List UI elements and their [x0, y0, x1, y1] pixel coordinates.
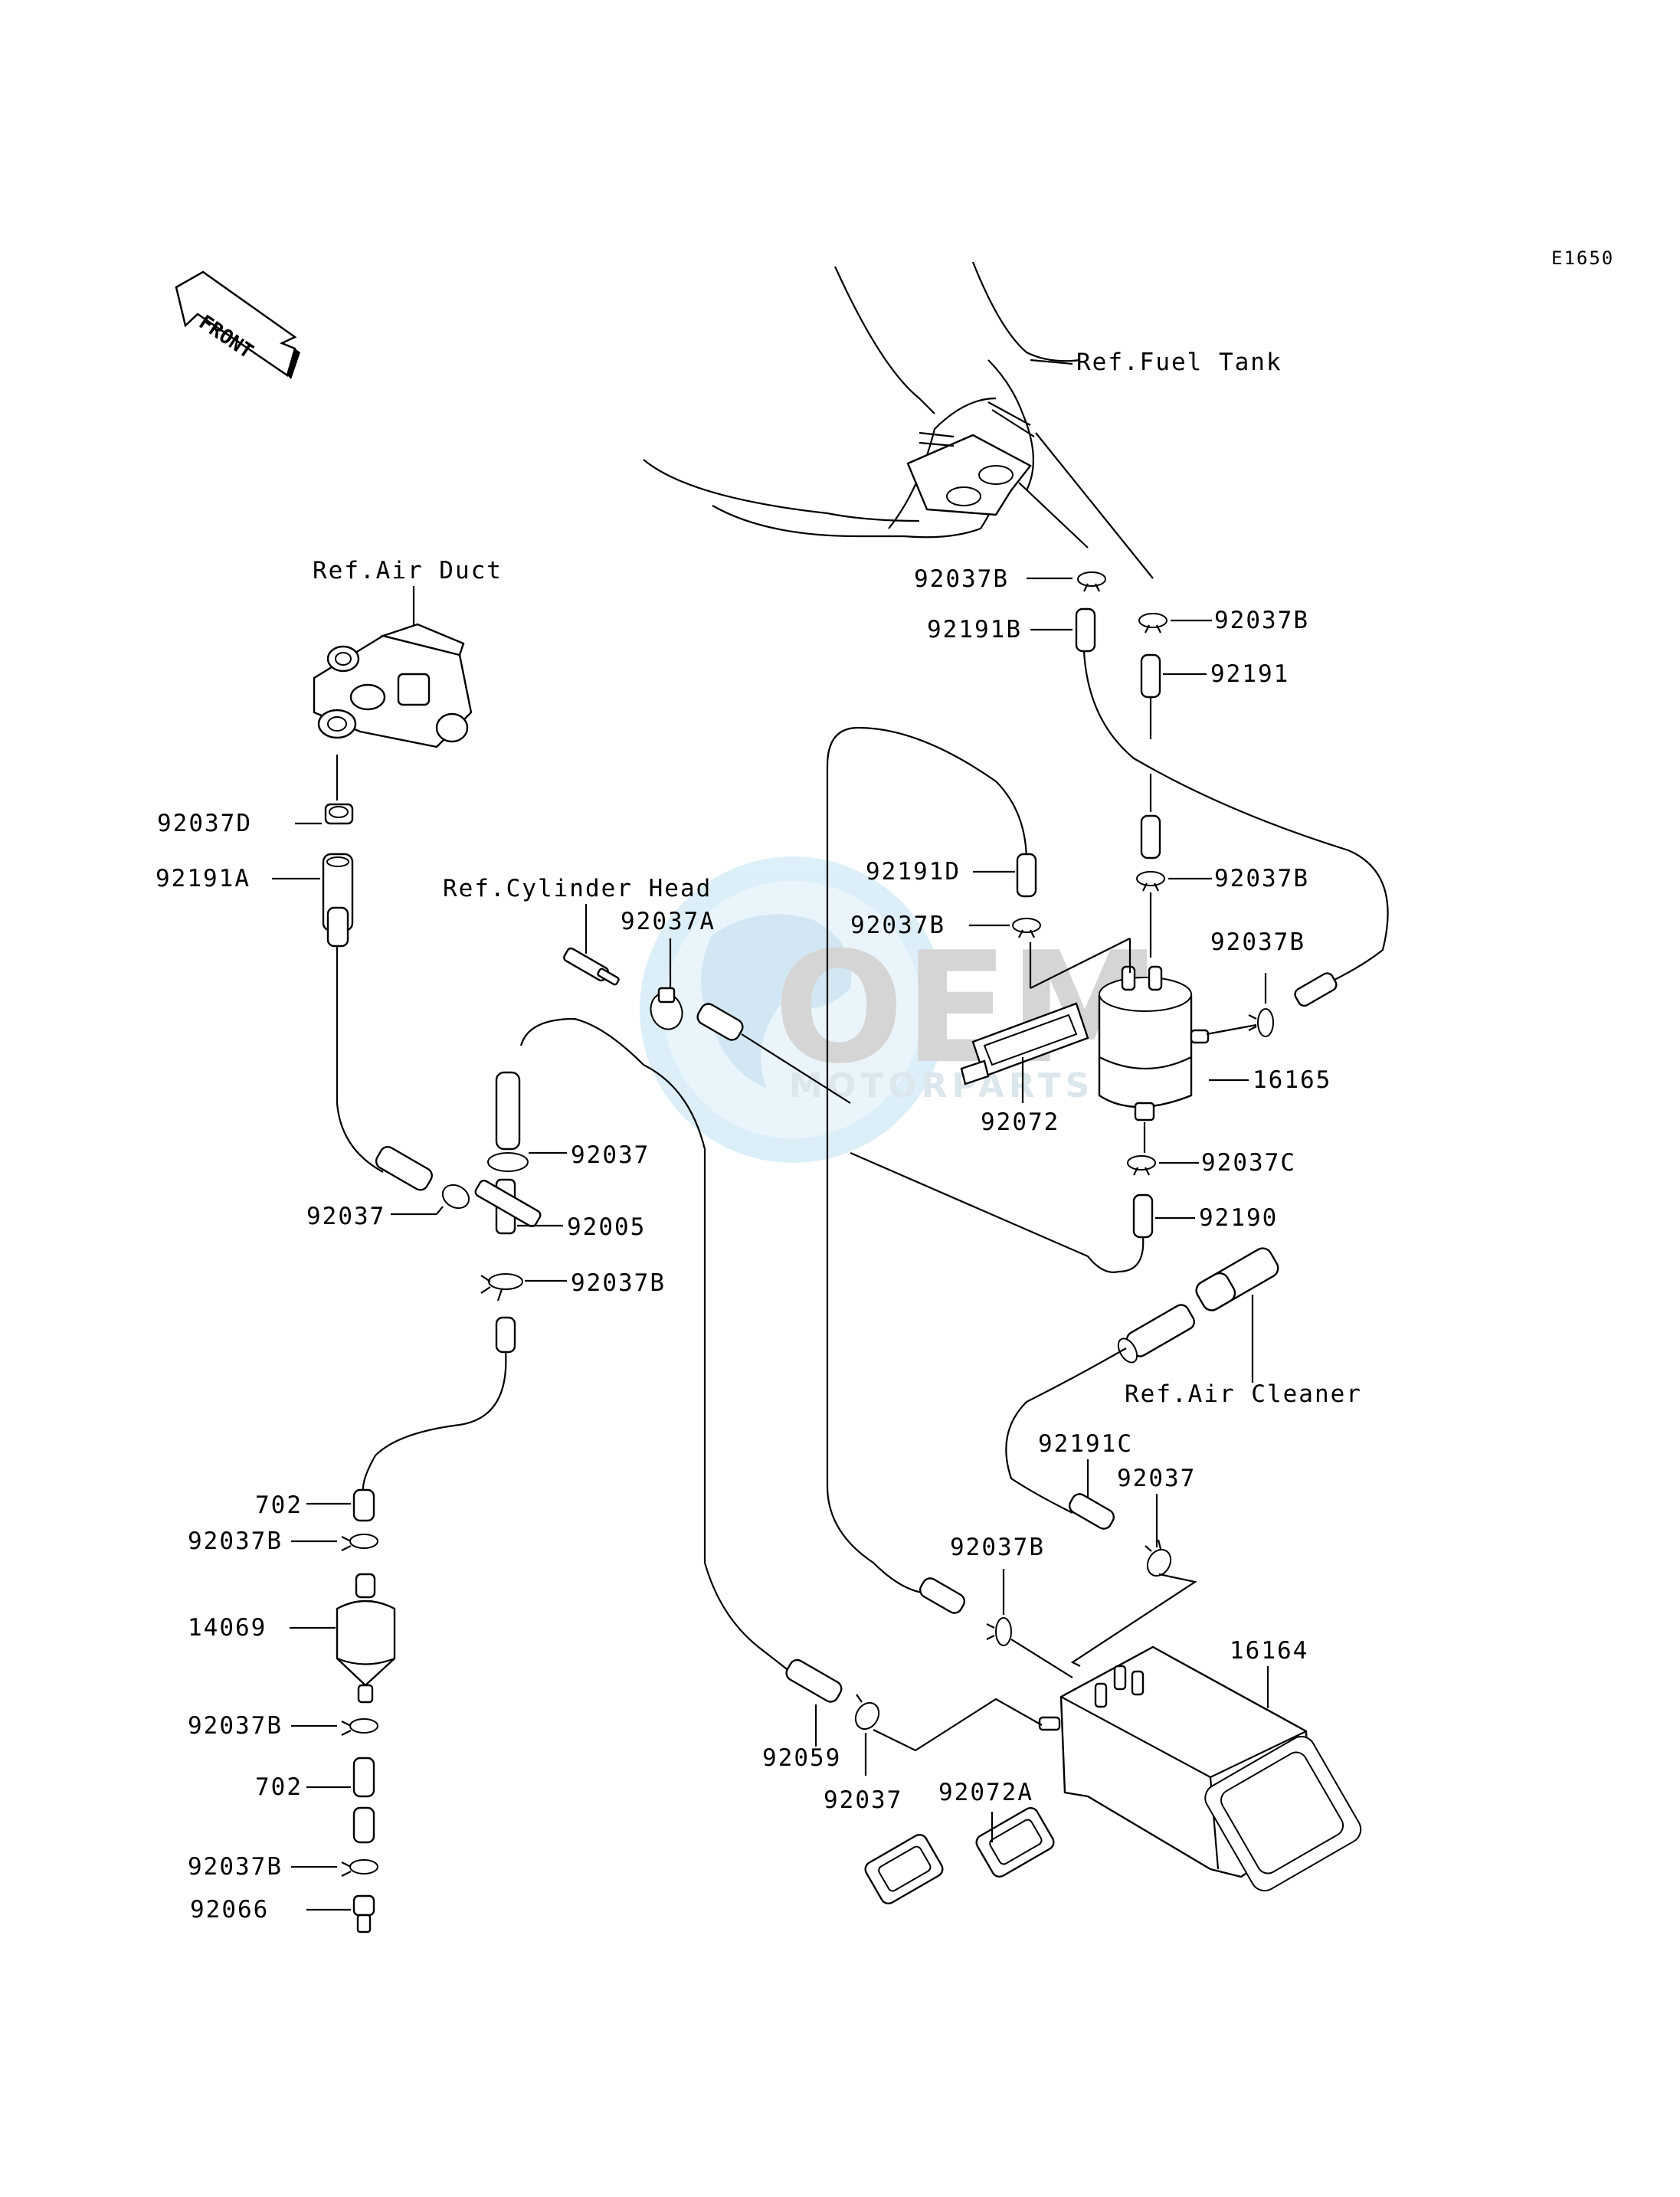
- label-92072A: 92072A: [938, 1779, 1033, 1806]
- label-92191A: 92191A: [156, 865, 251, 892]
- clamp-92037-upper: [487, 1152, 529, 1172]
- hose: [850, 1151, 1145, 1273]
- clamp-92037B-9: [341, 1718, 378, 1736]
- hose-702-1: [352, 1488, 375, 1522]
- label-92005: 92005: [567, 1213, 646, 1241]
- label-92037B-8: 92037B: [188, 1527, 283, 1555]
- ref-fuel-tank: Ref.Fuel Tank: [1076, 349, 1282, 376]
- watermark: OEM MOTORPARTS: [640, 856, 1161, 1163]
- fuel-tank: [643, 261, 1081, 539]
- tee-joint-92005: [474, 1178, 542, 1235]
- clamp-92037D: [324, 803, 354, 825]
- label-92037D: 92037D: [157, 810, 252, 837]
- label-92191B: 92191B: [927, 616, 1022, 643]
- label-92072: 92072: [981, 1108, 1059, 1136]
- air-duct-valve: [313, 623, 473, 748]
- label-92191D: 92191D: [866, 858, 961, 886]
- ref-cylinder-head: Ref.Cylinder Head: [443, 875, 712, 902]
- hose: [362, 1351, 507, 1495]
- hose-92191C: [1068, 1493, 1115, 1530]
- label-92037C: 92037C: [1201, 1149, 1296, 1177]
- label-16164: 16164: [1230, 1637, 1308, 1665]
- cylinder-head-nipple: [563, 947, 620, 986]
- hose: [1018, 482, 1089, 548]
- bracket-92072A: [864, 1806, 1055, 1905]
- hose-upper-tee: [495, 1071, 521, 1151]
- label-14069: 14069: [188, 1614, 267, 1642]
- fuel-filter-14069: [336, 1573, 396, 1704]
- label-92037B-6b: 92037B: [571, 1269, 666, 1297]
- clamp-92037B-4: [1248, 1008, 1274, 1037]
- hose: [336, 946, 384, 1173]
- label-92037B-10: 92037B: [188, 1853, 283, 1881]
- hose: [1005, 1347, 1127, 1514]
- label-92037B-3: 92037B: [1214, 865, 1309, 892]
- hose-92191-lower: [1140, 814, 1161, 859]
- front-arrow-icon: FRONT: [175, 270, 300, 379]
- air-cleaner-fitting: [1117, 1247, 1279, 1364]
- clamp-92037-4: [854, 1694, 880, 1730]
- hose: [1082, 650, 1389, 981]
- hose-92191: [1140, 653, 1161, 699]
- ref-air-duct: Ref.Air Duct: [313, 557, 503, 584]
- clamp-92037C: [1127, 1155, 1156, 1176]
- clamp-92037B-8: [341, 1534, 378, 1551]
- leader: [1070, 1573, 1197, 1667]
- cap-92066: [352, 1894, 375, 1933]
- fuel-filter-16165: [1098, 965, 1210, 1121]
- label-92037B-9: 92037B: [188, 1712, 283, 1740]
- label-92190: 92190: [1199, 1204, 1278, 1232]
- label-92037-2: 92037: [306, 1203, 385, 1230]
- label-92037B-5: 92037B: [850, 912, 945, 939]
- diagram-code: E1650: [1551, 247, 1614, 269]
- canister-16164: [1038, 1645, 1362, 1892]
- label-702-2: 702: [255, 1773, 303, 1801]
- hose-92190: [1132, 1193, 1154, 1239]
- clamp-92037-1: [436, 1184, 470, 1215]
- label-92191: 92191: [1210, 660, 1289, 688]
- clamp-92037B-2: [1138, 613, 1167, 634]
- leader: [1030, 359, 1073, 365]
- label-92037-4: 92037: [824, 1786, 902, 1814]
- label-92191C: 92191C: [1038, 1430, 1133, 1458]
- label-92037B-4: 92037B: [1210, 928, 1305, 956]
- label-92059: 92059: [762, 1744, 841, 1772]
- label-92066: 92066: [190, 1896, 269, 1924]
- clamp-92037-3: [1145, 1539, 1172, 1577]
- hose: [1035, 432, 1154, 579]
- watermark-sub: MOTORPARTS: [789, 1066, 1094, 1105]
- label-92037B-6: 92037B: [950, 1534, 1045, 1561]
- clamp-92037B-3: [1136, 871, 1165, 892]
- hose-92191D: [1016, 853, 1037, 898]
- hose-92191A: [322, 853, 354, 948]
- label-16165: 16165: [1253, 1066, 1331, 1094]
- clamp-92037B-6: [986, 1617, 1012, 1646]
- hose-left: [375, 1145, 433, 1191]
- ref-air-cleaner: Ref.Air Cleaner: [1125, 1380, 1362, 1408]
- label-92037-3: 92037: [1117, 1465, 1196, 1492]
- hose-92037A: [696, 1003, 744, 1041]
- hose: [519, 1017, 794, 1675]
- hose-right: [1294, 972, 1338, 1007]
- clamp-92037B-1: [1077, 571, 1106, 592]
- clamp-92037B-7: [480, 1273, 523, 1302]
- clamp-92037B-10: [341, 1859, 378, 1877]
- clamp-92037B-5: [1012, 918, 1041, 938]
- clamp-92037A: [650, 987, 683, 1030]
- hose-92191B: [1075, 607, 1096, 653]
- label-92037B-1: 92037B: [914, 565, 1009, 593]
- bracket-92072: [960, 1002, 1089, 1085]
- label-702-1: 702: [255, 1491, 303, 1519]
- hose-92059: [785, 1658, 843, 1703]
- label-92037-1: 92037: [571, 1141, 650, 1169]
- hose-below-tee: [495, 1316, 516, 1354]
- hose-loop: [826, 726, 1028, 1595]
- hose-702-2: [352, 1757, 375, 1844]
- label-92037B-2: 92037B: [1214, 607, 1309, 634]
- leader: [873, 1698, 1043, 1752]
- hose-loop-end: [919, 1577, 966, 1614]
- label-92037A: 92037A: [621, 908, 716, 935]
